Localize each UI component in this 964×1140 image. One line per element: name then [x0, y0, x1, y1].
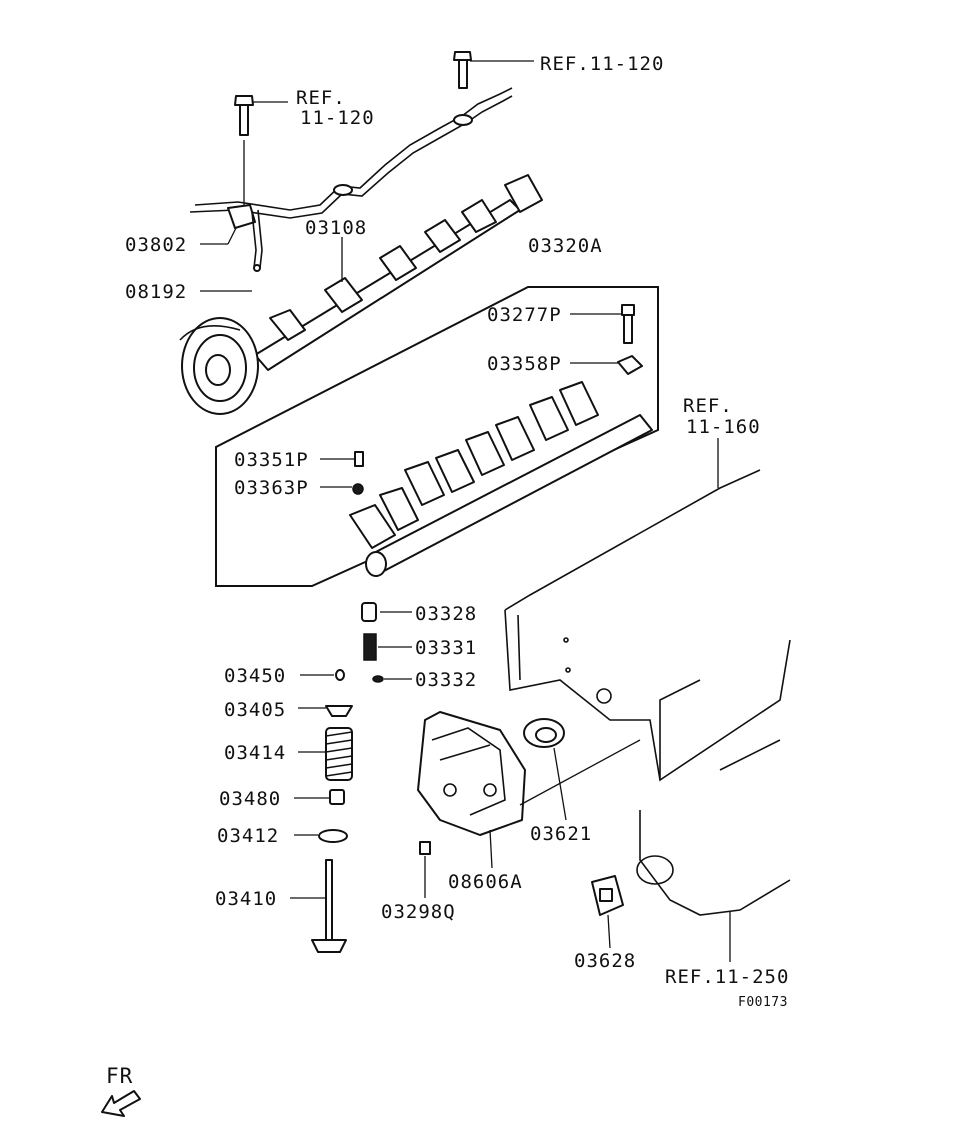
camshaft [179, 174, 543, 415]
bolt-top-right [453, 51, 472, 89]
rocker-arm-shaft [349, 381, 653, 577]
lash-adjuster [361, 602, 377, 622]
part-label-03277p[interactable]: 03277P [487, 304, 562, 326]
ref-11-160-label-line2: 11-160 [686, 416, 761, 438]
part-label-03331[interactable]: 03331 [415, 637, 477, 659]
valve-cotter [335, 669, 345, 681]
valve-spring [325, 727, 353, 781]
figure-code: F00173 [738, 995, 788, 1010]
part-label-03621[interactable]: 03621 [530, 823, 592, 845]
part-label-03328[interactable]: 03328 [415, 603, 477, 625]
leader-lines [200, 60, 731, 962]
part-label-03298q[interactable]: 03298Q [381, 901, 456, 923]
part-label-03410[interactable]: 03410 [215, 888, 277, 910]
rocker-bolt [621, 304, 635, 344]
part-label-03108[interactable]: 03108 [305, 217, 367, 239]
part-label-03358p[interactable]: 03358P [487, 353, 562, 375]
part-label-03628[interactable]: 03628 [574, 950, 636, 972]
part-label-03405[interactable]: 03405 [224, 699, 286, 721]
ref-11-120-top-label: REF.11-120 [540, 53, 664, 75]
rocker-arm-assembly-frame [215, 286, 659, 587]
ref-11-120-left-label-line2: 11-120 [300, 107, 375, 129]
rocker-plate [617, 355, 643, 375]
part-label-03412[interactable]: 03412 [217, 825, 279, 847]
spring-seat [318, 829, 348, 843]
part-label-03414[interactable]: 03414 [224, 742, 286, 764]
rocker-pin [354, 451, 364, 467]
oil-pipe [189, 87, 513, 272]
cylinder-block [636, 739, 791, 916]
washer-03621 [523, 718, 565, 748]
rocker-ball [352, 483, 364, 495]
part-label-03450[interactable]: 03450 [224, 665, 286, 687]
engine-mount-block [591, 875, 624, 916]
bolt-top-left [234, 95, 254, 205]
part-label-03363p[interactable]: 03363P [234, 477, 309, 499]
valve [311, 859, 347, 953]
part-label-03332[interactable]: 03332 [415, 669, 477, 691]
front-arrow-icon [101, 1090, 141, 1117]
ref-11-120-left-label-line1: REF. [296, 87, 346, 109]
part-label-08192[interactable]: 08192 [125, 281, 187, 303]
cylinder-head [504, 469, 791, 782]
part-label-08606a[interactable]: 08606A [448, 871, 523, 893]
ref-11-160-label-line1: REF. [683, 395, 733, 417]
valve-stem-seal [329, 789, 345, 805]
small-bolt [419, 841, 431, 855]
part-label-03480[interactable]: 03480 [219, 788, 281, 810]
part-label-03351p[interactable]: 03351P [234, 449, 309, 471]
lash-ball [372, 675, 384, 683]
spring-retainer [325, 705, 353, 717]
direction-label: FR [106, 1064, 133, 1088]
bracket-assembly [417, 711, 526, 836]
part-label-03802[interactable]: 03802 [125, 234, 187, 256]
lash-spring [363, 633, 377, 661]
part-label-03320a[interactable]: 03320A [528, 235, 603, 257]
ref-11-250-label: REF.11-250 [665, 966, 789, 988]
